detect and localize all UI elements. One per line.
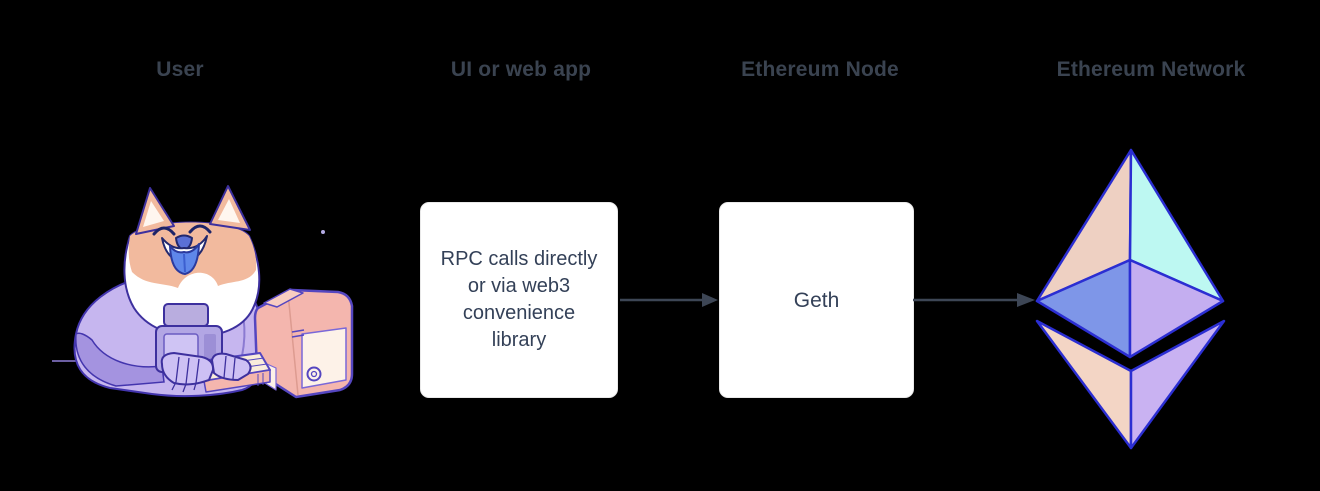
doge-nose [175, 234, 193, 251]
computer-vents [291, 329, 305, 338]
keyboard-front-detail [257, 373, 264, 386]
doge-right-ear-inner [218, 199, 240, 223]
ethereum-logo-icon [1035, 148, 1226, 450]
computer-port-inner [310, 370, 318, 378]
eth-mid-right-face [1128, 258, 1225, 359]
column-label-ui: UI or web app [450, 58, 592, 81]
left-glove-fingers [175, 356, 200, 385]
doge-suit-arm-shade [75, 332, 165, 387]
column-label-node: Ethereum Node [741, 58, 899, 81]
doge-right-glove [211, 352, 252, 381]
arrow-ui-to-node-icon [620, 293, 718, 307]
left-glove-claws [171, 381, 197, 393]
user-doge-illustration [52, 185, 354, 399]
computer-top-handle [263, 288, 304, 308]
doge-gloves [160, 352, 252, 393]
ui-webapp-box: RPC calls directly or via web3 convenien… [420, 202, 618, 398]
ethereum-node-box: Geth [719, 202, 914, 398]
doge-right-eye [188, 224, 212, 234]
right-glove-fingers [223, 355, 236, 380]
arrow-node-to-network-icon [913, 293, 1035, 307]
column-label-network: Ethereum Network [1056, 58, 1246, 81]
computer-port [306, 366, 322, 382]
computer-edge [287, 292, 299, 396]
computer [253, 288, 354, 399]
eth-bottom-right-face [1129, 319, 1226, 450]
ui-webapp-box-text: RPC calls directly or via web3 convenien… [440, 248, 598, 351]
ethereum-node-box-text: Geth [793, 288, 840, 312]
chest-pack-top [163, 303, 209, 327]
doge-left-ear-inner [143, 201, 164, 227]
tongue-line [183, 253, 186, 273]
doge-left-eye [152, 226, 176, 236]
sparkle-dot [321, 230, 325, 234]
column-label-user: User [156, 58, 204, 81]
